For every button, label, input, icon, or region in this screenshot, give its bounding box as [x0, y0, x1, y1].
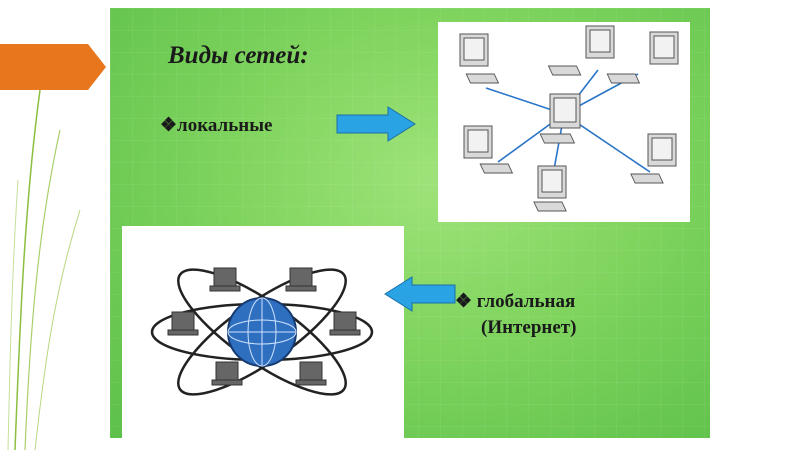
- bullet-global-sublabel: (Интернет): [481, 317, 577, 338]
- bullet-local: ❖локальные: [160, 114, 272, 137]
- bullet-global: ❖ глобальная (Интернет): [455, 289, 576, 341]
- bullet-local-label: локальные: [177, 115, 273, 136]
- bullet-symbol: ❖: [455, 291, 473, 312]
- arrow-right-icon: [336, 106, 416, 142]
- decorative-lines: [7, 89, 81, 450]
- arrow-left-icon: [384, 276, 456, 312]
- local-network-image: [438, 22, 690, 222]
- slide-title: Виды сетей:: [168, 42, 309, 69]
- orange-tab-marker: [0, 44, 106, 90]
- globe-icon: [227, 297, 297, 367]
- bullet-global-label: глобальная: [476, 291, 576, 312]
- bullet-symbol: ❖: [160, 115, 178, 136]
- global-network-image: [122, 226, 404, 438]
- slide: Виды сетей: ❖локальные: [110, 8, 710, 438]
